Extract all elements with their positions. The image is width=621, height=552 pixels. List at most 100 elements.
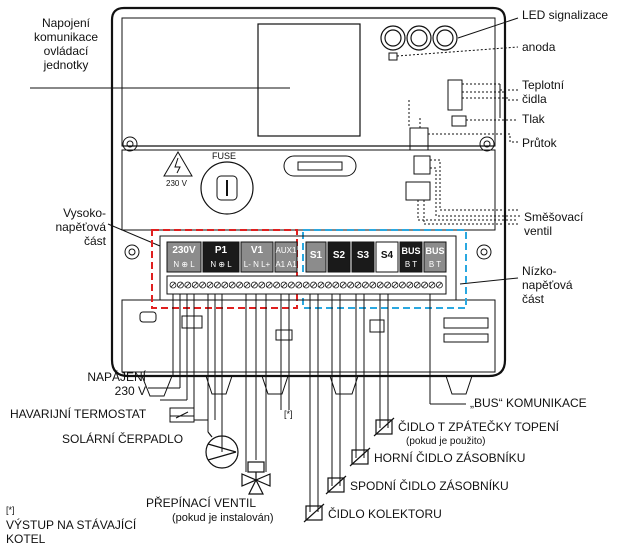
terminal-screw	[384, 281, 392, 289]
terminal-bus-2: BUS	[425, 246, 445, 256]
terminal-screw	[428, 281, 436, 289]
terminal-p1: P1	[214, 245, 228, 256]
low-voltage-zone	[302, 229, 467, 309]
terminal-screw	[361, 281, 369, 289]
terminal-s2: S2	[332, 250, 346, 261]
terminal-screw-slot	[229, 282, 235, 288]
terminal-p1-pins: N ⊕ L	[210, 260, 232, 269]
terminal-screw	[184, 281, 192, 289]
terminal-screw-slot	[303, 282, 309, 288]
terminal-screw-slot	[429, 282, 435, 288]
terminal-screw-slot	[326, 282, 331, 288]
terminal-screw	[199, 281, 207, 289]
terminal-screw-slot	[237, 282, 242, 288]
terminal-screw-slot	[385, 282, 390, 288]
terminal-screw	[302, 281, 310, 289]
terminal-screw-slot	[185, 282, 191, 288]
switch-valve-label: PŘEPÍNACÍ VENTIL	[146, 496, 257, 510]
terminal-screw	[398, 281, 406, 289]
terminal-screw-slot	[200, 282, 205, 288]
bottom-tank-sensor-label: SPODNÍ ČIDLO ZÁSOBNÍKU	[350, 479, 509, 493]
flow-label: Průtok	[522, 136, 557, 150]
terminal-screw-slot	[370, 282, 376, 288]
terminal-screw-slot	[414, 282, 420, 288]
terminal-screw-slot	[266, 282, 272, 288]
aux-footnote: [*]	[284, 409, 293, 419]
terminal-screw	[317, 281, 325, 289]
terminal-screw	[354, 281, 362, 289]
fuse-label: FUSE	[212, 151, 237, 161]
terminal-screw-slot	[355, 282, 361, 288]
terminal-screw-slot	[207, 282, 213, 288]
low-voltage-label: Nízko- napěťová část	[522, 264, 573, 306]
terminal-screw-slot	[348, 282, 353, 288]
terminal-s1: S1	[309, 250, 323, 261]
collector-sensor-label: ČIDLO KOLEKTORU	[328, 507, 442, 521]
anode-label: anoda	[522, 40, 556, 54]
terminal-screw	[228, 281, 236, 289]
terminal-screw	[435, 281, 443, 289]
terminal-screw	[280, 281, 288, 289]
terminal-screw-slot	[333, 282, 339, 288]
terminal-v1-pins: L- N L+	[243, 260, 271, 269]
solar-pump-symbol	[205, 431, 239, 469]
terminal-bus-2-pins: B T	[428, 260, 442, 269]
return-sensor-label: ČIDLO T ZPÁTEČKY TOPENÍ	[398, 420, 559, 434]
terminal-screw-slot	[281, 282, 287, 288]
terminal-screw	[339, 281, 347, 289]
terminal-screw	[369, 281, 377, 289]
sensor-symbols	[303, 417, 395, 523]
terminal-s4: S4	[380, 250, 394, 261]
terminal-screw-slot	[244, 282, 250, 288]
terminal-screw	[176, 281, 184, 289]
internal-connectors	[388, 52, 467, 201]
terminal-screw	[332, 281, 340, 289]
boiler-output-label: VÝSTUP NA STÁVAJÍCÍ KOTEL	[6, 518, 137, 546]
terminal-screw-slot	[340, 282, 346, 288]
terminal-screw-slot	[222, 282, 228, 288]
terminal-screw	[169, 281, 177, 289]
terminal-screw-slot	[178, 282, 183, 288]
terminal-230v: 230V	[172, 245, 196, 256]
temperature-sensors-label: Teplotní čidla	[522, 78, 565, 106]
terminal-screw-slot	[289, 282, 294, 288]
solar-pump-label: SOLÁRNÍ ČERPADLO	[62, 432, 184, 446]
terminal-230v-pins: N ⊕ L	[173, 260, 195, 269]
terminal-screw-slot	[437, 282, 442, 288]
terminal-screw-slot	[318, 282, 324, 288]
terminal-screw	[391, 281, 399, 289]
terminal-screw-slot	[170, 282, 176, 288]
bus-communication-label: „BUS“ KOMUNIKACE	[470, 396, 587, 410]
terminal-screw	[310, 281, 318, 289]
power-label: NAPÁJENÍ 230 V	[87, 370, 146, 398]
terminal-screw	[258, 281, 266, 289]
terminal-screw	[295, 281, 303, 289]
terminal-screw-slot	[311, 282, 316, 288]
terminal-screw	[191, 281, 199, 289]
mixing-valve-label: Směšovací ventil	[524, 210, 584, 238]
controller-enclosure	[110, 6, 507, 397]
top-tank-sensor-label: HORNÍ ČIDLO ZÁSOBNÍKU	[374, 451, 526, 465]
terminal-bus-1-pins: B T	[404, 260, 418, 269]
terminal-bus-1: BUS	[401, 246, 421, 256]
terminal-screw-slot	[407, 282, 413, 288]
terminal-screws	[169, 281, 443, 289]
terminal-screw	[206, 281, 214, 289]
terminal-screw-slot	[422, 282, 427, 288]
high-voltage-zone	[151, 229, 298, 309]
led-label: LED signalizace	[522, 8, 609, 22]
terminal-screw-slot	[392, 282, 398, 288]
pressure-label: Tlak	[522, 112, 545, 126]
terminal-screw	[221, 281, 229, 289]
emergency-thermostat-label: HAVARIJNÍ TERMOSTAT	[10, 407, 147, 421]
terminal-s3: S3	[356, 250, 370, 261]
terminal-screw-slot	[259, 282, 265, 288]
terminal-screw-slot	[363, 282, 368, 288]
terminal-v1: V1	[250, 245, 264, 256]
terminal-screw	[376, 281, 384, 289]
terminal-screw	[236, 281, 244, 289]
terminal-strip	[159, 235, 457, 301]
terminal-screw	[273, 281, 281, 289]
field-wires	[148, 294, 466, 512]
